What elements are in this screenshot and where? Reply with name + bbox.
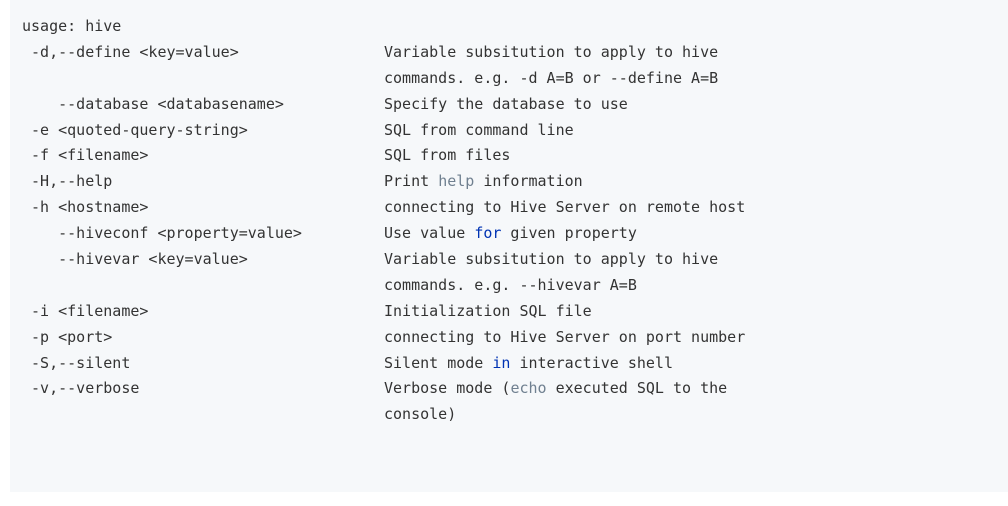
option-name: --hivevar <key=value> <box>22 250 248 269</box>
option-line: commands. e.g. -d A=B or --define A=B <box>22 66 1008 92</box>
option-name: -p <port> <box>22 327 113 346</box>
option-name: --hiveconf <property=value> <box>22 224 302 243</box>
option-name: --database <databasename> <box>22 94 284 113</box>
option-description: Specify the database to use <box>384 94 628 113</box>
option-description: Variable subsitution to apply to hive <box>384 42 719 61</box>
option-description: commands. e.g. --hivevar A=B <box>384 275 637 294</box>
option-line: -H,--help Print help information <box>22 169 1008 195</box>
keyword-for: for <box>474 224 502 243</box>
option-name: -H,--help <box>22 172 113 191</box>
option-description: connecting to Hive Server on remote host <box>384 198 746 217</box>
option-name: -h <hostname> <box>22 198 149 217</box>
keyword-echo: echo <box>510 379 547 398</box>
option-description: Silent mode in interactive shell <box>384 353 673 372</box>
option-line: -i <filename> Initialization SQL file <box>22 299 1008 325</box>
option-line: -d,--define <key=value> Variable subsitu… <box>22 40 1008 66</box>
option-description: console) <box>384 405 457 424</box>
option-line: -e <quoted-query-string> SQL from comman… <box>22 118 1008 144</box>
option-name: -v,--verbose <box>22 379 140 398</box>
option-line: --database <databasename> Specify the da… <box>22 92 1008 118</box>
option-name: -f <filename> <box>22 146 149 165</box>
option-line: commands. e.g. --hivevar A=B <box>22 273 1008 299</box>
option-name: -e <quoted-query-string> <box>22 120 248 139</box>
keyword-help: help <box>438 172 475 191</box>
keyword-in: in <box>492 353 511 372</box>
option-line: -S,--silent Silent mode in interactive s… <box>22 351 1008 377</box>
option-description: SQL from command line <box>384 120 574 139</box>
option-description: Variable subsitution to apply to hive <box>384 250 719 269</box>
option-name: -d,--define <key=value> <box>22 42 239 61</box>
option-description: Use value for given property <box>384 224 637 243</box>
option-line: --hiveconf <property=value> Use value fo… <box>22 221 1008 247</box>
usage-text: usage: hive <box>22 17 122 35</box>
option-line: console) <box>22 402 1008 428</box>
option-name: -i <filename> <box>22 301 149 320</box>
option-description: Initialization SQL file <box>384 301 592 320</box>
option-description: SQL from files <box>384 146 511 165</box>
option-name: -S,--silent <box>22 353 131 372</box>
option-line: -v,--verbose Verbose mode (echo executed… <box>22 376 1008 402</box>
option-description: commands. e.g. -d A=B or --define A=B <box>384 68 719 87</box>
option-line: -f <filename> SQL from files <box>22 143 1008 169</box>
option-description: connecting to Hive Server on port number <box>384 327 746 346</box>
usage-line: usage: hive <box>22 14 1008 40</box>
option-description: Verbose mode (echo executed SQL to the <box>384 379 728 398</box>
code-block: usage: hive -d,--define <key=value> Vari… <box>10 0 1008 492</box>
option-line: -p <port> connecting to Hive Server on p… <box>22 325 1008 351</box>
option-description: Print help information <box>384 172 583 191</box>
option-line: --hivevar <key=value> Variable subsituti… <box>22 247 1008 273</box>
option-line: -h <hostname> connecting to Hive Server … <box>22 195 1008 221</box>
